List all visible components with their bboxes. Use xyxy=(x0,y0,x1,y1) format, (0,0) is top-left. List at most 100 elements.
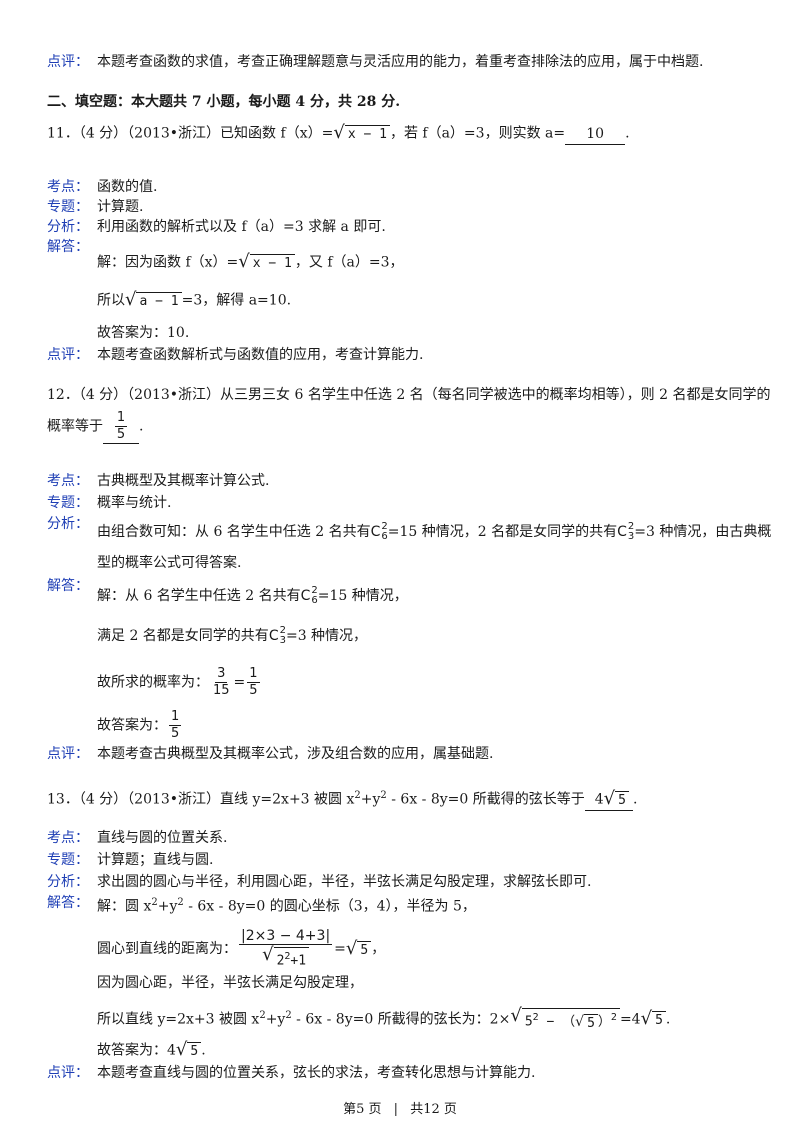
jie-text: =15 种情况， xyxy=(317,588,408,604)
comb-c: C xyxy=(617,524,627,540)
superscript: 2 xyxy=(380,790,387,801)
dianping-text: 本题考查函数解析式与函数值的应用，考查计算能力. xyxy=(97,347,424,363)
radicand-rest: − （ xyxy=(538,1014,576,1030)
label-kaodian: 考点： xyxy=(47,473,89,489)
label-kaodian: 考点： xyxy=(47,830,89,846)
label-zhuanti: 专题： xyxy=(47,495,89,511)
jie-line: 解：因为函数 f（x）=√x − 1，又 f（a）=3， xyxy=(97,252,404,273)
label-dianping: 点评： xyxy=(47,746,89,762)
zhuanti-text: 计算题. xyxy=(97,199,144,215)
section-heading: 二、填空题：本大题共 7 小题，每小题 4 分，共 28 分. xyxy=(47,94,401,110)
sqrt-expression: √5 xyxy=(604,789,629,810)
equals: = xyxy=(334,941,346,958)
page-total: 共12 页 xyxy=(410,1102,457,1117)
jie-text: 解：因为函数 f（x）= xyxy=(97,254,239,271)
label-dianping: 点评： xyxy=(47,1065,89,1081)
denominator: 5 xyxy=(171,726,180,741)
equals: = xyxy=(233,674,246,691)
comb-sup: 2 xyxy=(279,625,286,636)
fenxi-text: 型的概率公式可得答案. xyxy=(97,555,242,571)
dianping-text: 本题考查直线与圆的位置关系，弦长的求法，考查转化思想与计算能力. xyxy=(97,1065,536,1081)
q11-stem: 11．（4 分）（2013•浙江）已知函数 f（x）=√x − 1，若 f（a）… xyxy=(47,123,630,145)
kaodian-text: 直线与圆的位置关系. xyxy=(97,830,228,846)
label-kaodian: 考点： xyxy=(47,179,89,195)
superscript: 2 xyxy=(284,951,291,962)
numerator: |2×3 − 4+3| xyxy=(239,928,333,945)
q12-stem-end: . xyxy=(139,418,144,435)
comb-sup: 2 xyxy=(311,585,318,596)
coefficient: 4 xyxy=(594,791,604,808)
jie-text: 故答案为：10. xyxy=(97,325,190,341)
superscript: 2 xyxy=(285,1010,292,1021)
kaodian-text: 函数的值. xyxy=(97,179,158,195)
sqrt-expression: √x − 1 xyxy=(238,252,295,273)
superscript: 2 xyxy=(177,897,184,908)
numerator: 1 xyxy=(247,666,260,683)
sqrt-expression: √52 − （√5）2 xyxy=(510,1006,620,1032)
comb-c: C xyxy=(300,588,311,604)
sqrt-expression: √5 xyxy=(641,1009,666,1030)
comb-sub: 3 xyxy=(627,531,635,542)
jie-text: 解：圆 x xyxy=(97,898,152,915)
q13-stem: 13．（4 分）（2013•浙江）直线 y=2x+3 被圆 x2+y2 - 6x… xyxy=(47,786,638,812)
jie-text: ，又 f（a）=3， xyxy=(294,254,404,271)
jie-text: +y xyxy=(157,898,178,915)
label-dianping: 点评： xyxy=(47,54,89,70)
radicand-base: 5 xyxy=(524,1014,533,1030)
label-zhuanti: 专题： xyxy=(47,199,89,215)
jie-text: - 6x - 8y=0 所截得的弦长为：2× xyxy=(291,1011,511,1028)
comb-c: C xyxy=(268,628,279,644)
radicand: 5 xyxy=(357,940,372,960)
dianping-text: 本题考查古典概型及其概率公式，涉及组合数的应用，属基础题. xyxy=(97,746,494,762)
jie-text: 故答案为：4 xyxy=(97,1042,176,1059)
superscript: 2 xyxy=(610,1012,617,1024)
q11-stem-end: . xyxy=(625,125,630,142)
comb-sup: 2 xyxy=(381,521,388,532)
fraction: |2×3 − 4+3|√22+1 xyxy=(239,928,333,970)
numerator: 1 xyxy=(169,709,182,726)
jie-line: 圆心到直线的距离为：|2×3 − 4+3|√22+1=√5， xyxy=(97,928,385,970)
q13-stem-end: . xyxy=(632,791,638,808)
radicand-rest: +1 xyxy=(290,953,307,969)
denominator: √22+1 xyxy=(260,944,311,970)
jie-text: =3，解得 a=10. xyxy=(181,292,292,309)
denominator: 5 xyxy=(249,683,258,698)
kaodian-text: 古典概型及其概率计算公式. xyxy=(97,473,270,489)
q11-answer: 10 xyxy=(565,124,626,145)
page-number: 第5 页 xyxy=(343,1102,382,1117)
jie-line: 故答案为：4√5. xyxy=(97,1040,206,1061)
jie-text: . xyxy=(201,1042,206,1059)
numerator: 3 xyxy=(215,666,228,683)
jie-text: ， xyxy=(371,941,386,958)
fenxi-text: 由组合数可知：从 6 名学生中任选 2 名共有 xyxy=(97,524,371,540)
q13-stem-text: 13．（4 分）（2013•浙江）直线 y=2x+3 被圆 x xyxy=(47,791,355,808)
denominator: 5 xyxy=(116,427,126,442)
radicand: 52 − （√5）2 xyxy=(521,1008,620,1033)
superscript: 2 xyxy=(354,790,361,801)
radicand: 5 xyxy=(615,791,629,810)
jie-text: 所以 xyxy=(97,292,125,309)
jie-text: 解：从 6 名学生中任选 2 名共有 xyxy=(97,588,301,604)
q12-stem-text: 概率等于 xyxy=(47,418,103,435)
sqrt-expression: √22+1 xyxy=(262,944,310,970)
jie-text: 故所求的概率为： xyxy=(97,674,209,691)
radicand: 5 xyxy=(584,1013,598,1033)
label-fenxi: 分析： xyxy=(47,516,89,532)
jie-text: =4 xyxy=(619,1011,641,1028)
comb-sub: 3 xyxy=(279,635,286,646)
zhuanti-text: 计算题；直线与圆. xyxy=(97,852,214,868)
label-fenxi: 分析： xyxy=(47,219,89,235)
comb-c: C xyxy=(370,524,381,540)
sqrt-expression: √a − 1 xyxy=(125,290,182,311)
label-dianping: 点评： xyxy=(47,347,89,363)
q12-stem-1: 12．（4 分）（2013•浙江）从三男三女 6 名学生中任选 2 名（每名同学… xyxy=(47,387,771,403)
jie-line: 所以直线 y=2x+3 被圆 x2+y2 - 6x - 8y=0 所截得的弦长为… xyxy=(97,1006,670,1033)
